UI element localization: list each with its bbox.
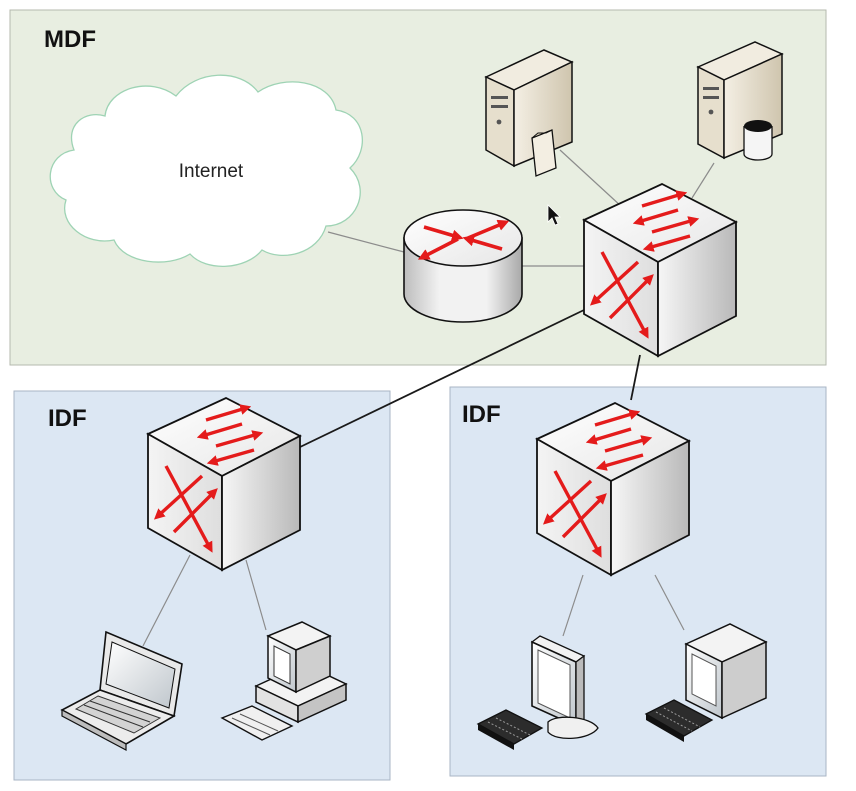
switch-top-arrows-icon [585,409,653,471]
link-right-switch-lcd-workstation [562,574,584,637]
link-internet-router [327,231,405,253]
internet-cloud: Internet [49,74,363,267]
switch-top-arrows-icon [632,190,700,252]
idf-left-label: IDF [48,405,87,432]
right-idf-switch [535,401,691,577]
link-database-server-core-switch [691,162,715,199]
link-core-switch-left-switch [297,309,585,449]
link-file-server-core-switch [559,149,623,208]
router-arrows-icon [417,219,510,260]
crt-keyboard-icon [644,699,714,742]
laptop [60,630,183,751]
switch-side-arrows-icon [589,251,654,339]
switch-side-arrows-icon [542,470,607,558]
lcd-keyboard-icon [476,709,544,750]
mdf-label: MDF [44,26,96,53]
internet-label: Internet [179,161,244,182]
switch-side-arrows-icon [153,465,218,553]
switch-top-arrows-icon [196,404,264,466]
left-idf-switch [146,396,302,572]
desktop-keyboard-icon [220,705,294,741]
database-server [696,41,784,161]
laptop-keyboard-icon [74,695,162,734]
core-switch [582,182,738,358]
link-left-switch-laptop [142,554,191,647]
lcd-workstation [476,635,599,750]
crt-workstation [644,623,768,742]
desktop-computer [220,621,348,741]
database-icon [743,120,773,161]
connection-lines [142,149,715,647]
link-right-switch-crt-workstation [654,574,685,631]
file-folder-icon [531,129,557,177]
router [403,209,523,323]
link-core-switch-right-switch [630,354,641,401]
link-left-switch-desktop [245,559,267,631]
mouse-cursor-icon [547,204,561,226]
idf-right-label: IDF [462,401,501,428]
file-server [484,49,574,177]
